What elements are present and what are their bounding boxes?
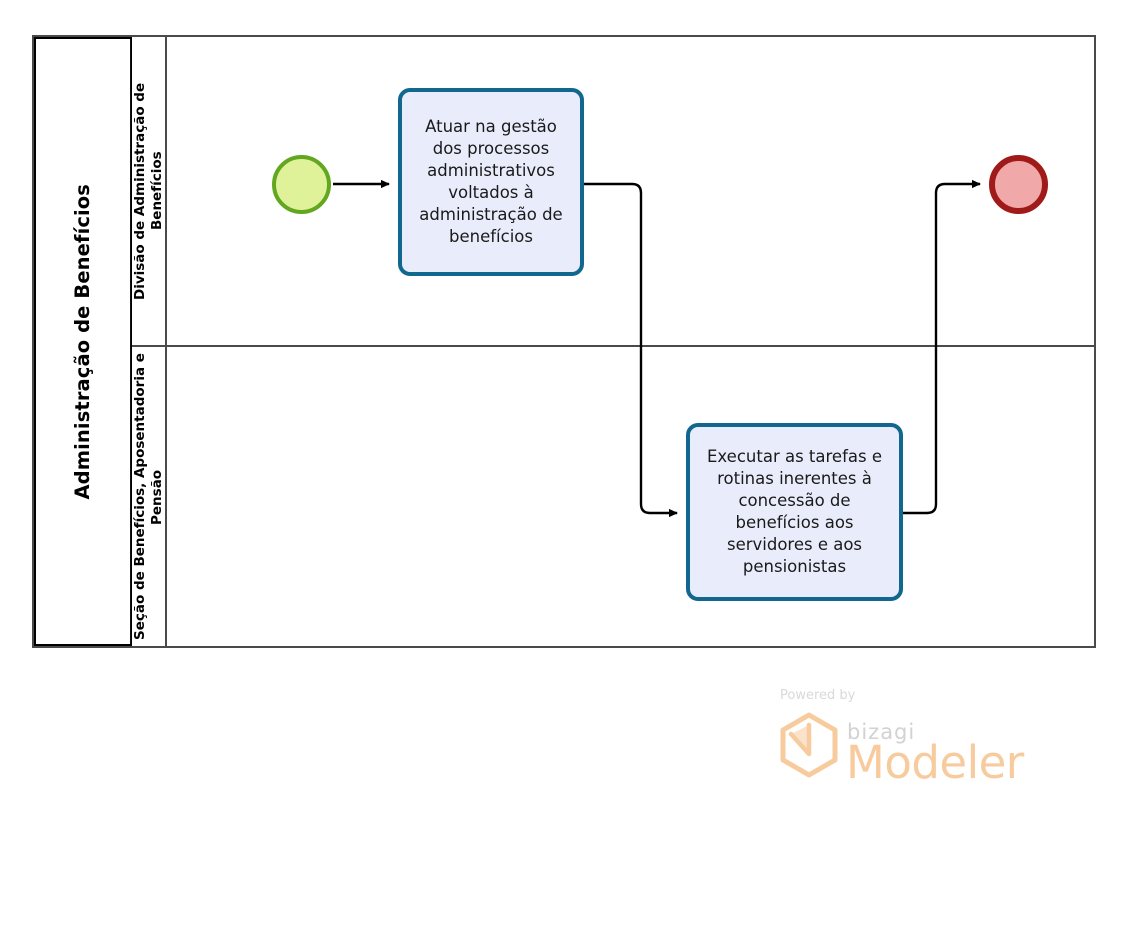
bizagi-hexagon-logo-icon <box>780 712 838 778</box>
lane-secao-de-beneficios-aposentadoria-e-pensao: Seção de Benefícios, Aposentadoria e Pen… <box>132 345 1094 646</box>
task-executar-as-tarefas-e-rotinas[interactable]: Executar as tarefas e rotinas inerentes … <box>686 423 903 601</box>
task-1-label: Atuar na gestão dos processos administra… <box>419 117 563 246</box>
sequence-flow-task1-to-task2 <box>584 182 678 518</box>
lane-header-0: Divisão de Administração de Benefícios <box>132 37 167 345</box>
pool-title: Administração de Benefícios <box>34 37 132 646</box>
watermark-product-label: Modeler <box>846 736 1024 789</box>
task-atuar-na-gestao-dos-processos[interactable]: Atuar na gestão dos processos administra… <box>398 88 584 276</box>
watermark-brand-label: bizagi <box>847 720 916 744</box>
watermark-powered-by-label: Powered by <box>780 688 856 703</box>
task-2-label: Executar as tarefas e rotinas inerentes … <box>707 447 882 576</box>
bizagi-watermark: Powered by bizagi Modeler <box>780 688 1030 793</box>
sequence-flow-task2-to-end <box>903 179 981 515</box>
lane-divisao-de-administracao-de-beneficios: Divisão de Administração de Benefícios <box>132 37 1094 345</box>
start-event[interactable] <box>272 155 331 214</box>
lane-header-1: Seção de Benefícios, Aposentadoria e Pen… <box>132 347 167 646</box>
end-event[interactable] <box>989 155 1048 214</box>
